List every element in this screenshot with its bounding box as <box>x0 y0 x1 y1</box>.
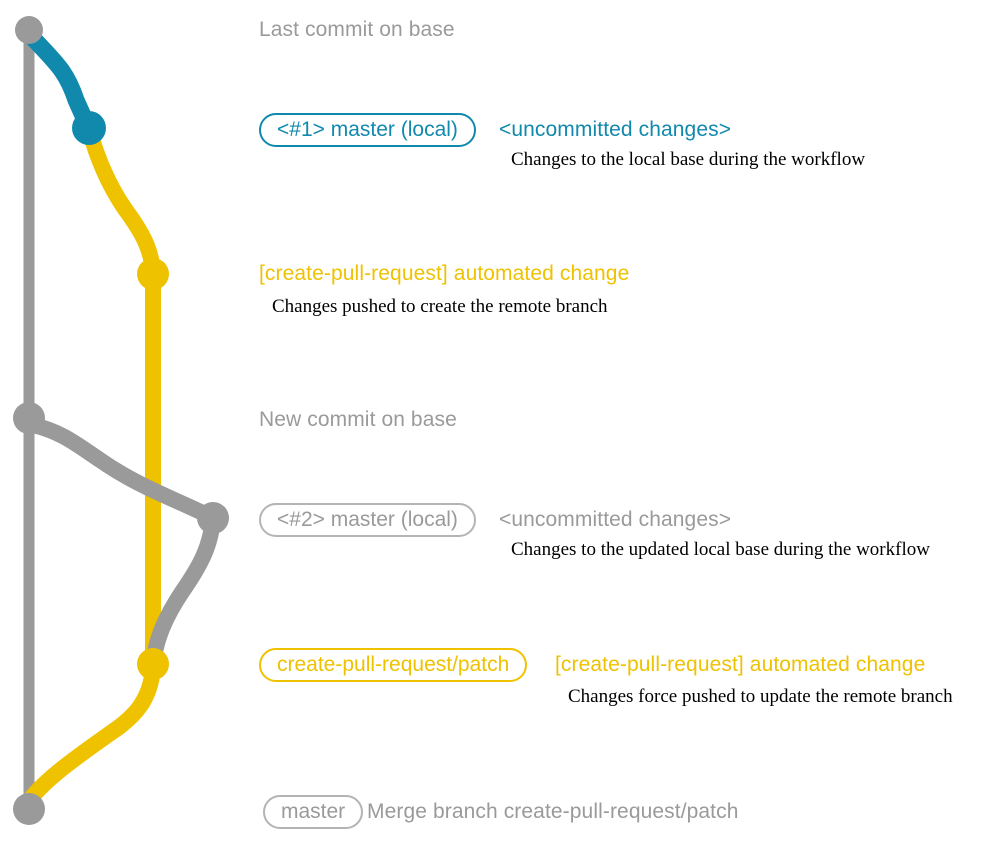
commit-node-merge-commit[interactable]: Merge branch create-pull-request/patch <box>13 793 45 825</box>
graph-edge-local-2-to-remote-2 <box>145 510 221 672</box>
heading-new-commit-on-base: New commit on base <box>259 408 457 431</box>
tag-create-pull-request-patch[interactable]: create-pull-request/patch <box>259 648 528 682</box>
heading-automated-change-2: [create-pull-request] automated change <box>555 653 926 676</box>
commit-node-remote-commit-1[interactable]: [create-pull-request] automated change <box>137 258 169 290</box>
graph-edge-remote-2-to-merge <box>22 668 160 808</box>
heading-merge-branch: Merge branch create-pull-request/patch <box>367 800 739 823</box>
commit-node-local-commit-2[interactable]: <#2> master (local) <box>197 502 229 534</box>
commit-node-base-new[interactable]: New commit on base <box>13 402 45 434</box>
commit-node-local-commit-1[interactable]: <#1> master (local) <box>72 111 106 145</box>
heading-automated-change-1: [create-pull-request] automated change <box>259 262 630 285</box>
description-automated-change-2: Changes force pushed to update the remot… <box>568 686 953 707</box>
commit-node-remote-commit-2[interactable]: [create-pull-request] automated change <box>137 648 169 680</box>
tag-master-local-1[interactable]: <#1> master (local) <box>259 113 476 147</box>
heading-uncommitted-changes-2: <uncommitted changes> <box>499 508 732 531</box>
graph-edge-base-new-to-local-2 <box>25 417 221 526</box>
heading-uncommitted-changes-1: <uncommitted changes> <box>499 118 732 141</box>
tag-master[interactable]: master <box>263 795 364 829</box>
description-master-local-2: Changes to the updated local base during… <box>511 539 930 560</box>
description-master-local-1: Changes to the local base during the wor… <box>511 149 866 170</box>
graph-nodes: Last commit on base <#1> master (local) [c… <box>13 16 229 825</box>
graph-edges <box>22 24 221 815</box>
heading-last-commit-on-base: Last commit on base <box>259 18 455 41</box>
tag-master-local-2[interactable]: <#2> master (local) <box>259 503 476 537</box>
graph-edge-local-1-to-remote-1 <box>84 131 161 282</box>
commit-node-base-head[interactable]: Last commit on base <box>15 16 43 44</box>
description-automated-change-1: Changes pushed to create the remote bran… <box>272 296 608 317</box>
